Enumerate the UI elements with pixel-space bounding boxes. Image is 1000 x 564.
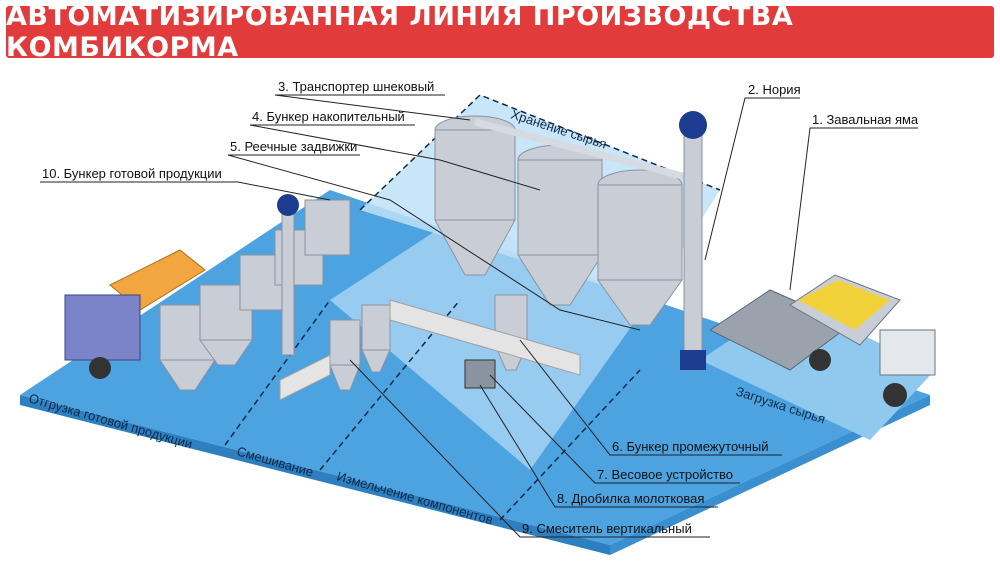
leader-7 bbox=[489, 374, 740, 484]
zone-divider-3 bbox=[499, 369, 641, 521]
silo-b-body bbox=[517, 159, 603, 256]
hammer-mill bbox=[464, 359, 496, 389]
callout-5: 5. Реечные задвижки bbox=[230, 139, 357, 154]
leader-10 bbox=[40, 181, 331, 201]
storage-zone-border bbox=[359, 94, 721, 211]
screw-conveyor bbox=[474, 118, 691, 182]
title-banner: АВТОМАТИЗИРОВАННАЯ ЛИНИЯ ПРОИЗВОДСТВА КО… bbox=[6, 1, 994, 63]
callout-8: 8. Дробилка молотковая bbox=[557, 491, 704, 506]
callout-9: 9. Смеситель вертикальный bbox=[522, 521, 692, 536]
mixer-a-cone bbox=[329, 364, 361, 391]
callout-10: 10. Бункер готовой продукции bbox=[42, 166, 222, 181]
mixer-b-cone bbox=[361, 349, 391, 373]
fp-silo-2-cone bbox=[199, 339, 253, 366]
callout-4: 4. Бункер накопительный bbox=[252, 109, 405, 124]
fp-silo-1-cone bbox=[159, 359, 216, 391]
silo-a-cone bbox=[434, 219, 516, 276]
leader-9 bbox=[349, 359, 710, 538]
dump-truck bbox=[789, 274, 936, 407]
callout-3: 3. Транспортер шнековый bbox=[278, 79, 434, 94]
bucket-elevator-head bbox=[679, 111, 707, 139]
silo-c-body bbox=[597, 184, 683, 281]
fp-silo-5 bbox=[304, 199, 351, 256]
mixer-b bbox=[361, 304, 391, 351]
left-truck bbox=[64, 249, 206, 379]
mixer-a bbox=[329, 319, 361, 366]
dump-truck-grain bbox=[798, 280, 890, 330]
callout-6: 6. Бункер промежуточный bbox=[612, 439, 768, 454]
silo-b-cone bbox=[517, 254, 603, 306]
bucket-elevator-base bbox=[680, 350, 706, 370]
silo-c-cone bbox=[597, 279, 683, 326]
left-elevator bbox=[281, 204, 295, 356]
leader-1 bbox=[789, 127, 918, 291]
leader-8 bbox=[479, 384, 718, 508]
floor-edge-right bbox=[610, 395, 930, 555]
dump-truck-wheel-2 bbox=[809, 349, 831, 371]
dump-truck-cab bbox=[879, 329, 936, 376]
dump-truck-wheel bbox=[883, 383, 907, 407]
leader-3 bbox=[274, 94, 471, 121]
leader-6 bbox=[519, 339, 782, 456]
page-title: АВТОМАТИЗИРОВАННАЯ ЛИНИЯ ПРОИЗВОДСТВА КО… bbox=[6, 1, 794, 63]
floor-edge bbox=[20, 395, 610, 555]
left-truck-cab bbox=[64, 294, 141, 361]
callout-1: 1. Завальная яма bbox=[812, 112, 919, 127]
bucket-elevator bbox=[683, 124, 703, 371]
finished-product-silos bbox=[159, 199, 351, 391]
left-truck-wheel bbox=[89, 357, 111, 379]
leader-4 bbox=[249, 124, 541, 191]
callout-7: 7. Весовое устройство bbox=[597, 467, 733, 482]
brick-wall-2 bbox=[279, 354, 331, 401]
leader-5 bbox=[227, 154, 641, 331]
silo-a-body bbox=[434, 129, 516, 221]
left-elevator-head bbox=[277, 194, 299, 216]
leader-lines bbox=[40, 94, 918, 538]
callout-2: 2. Нория bbox=[748, 82, 801, 97]
storage-silos bbox=[434, 115, 683, 326]
leader-2 bbox=[704, 97, 800, 261]
